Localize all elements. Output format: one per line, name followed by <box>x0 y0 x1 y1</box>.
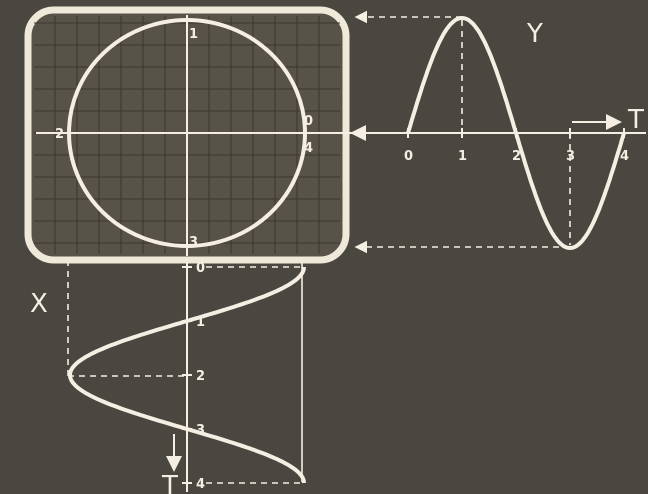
x-time-label: T <box>161 471 178 494</box>
y-tick-label: 2 <box>512 149 521 164</box>
screen-label-right-upper: 0 <box>304 114 313 129</box>
y-tick-label: 4 <box>620 149 629 164</box>
x-tick-label: 2 <box>196 369 205 384</box>
y-axis-label: Y <box>526 19 543 49</box>
screen-label-left: 2 <box>55 127 64 142</box>
x-axis-label: X <box>30 289 48 319</box>
y-time-label: T <box>627 105 644 135</box>
screen-label-right-lower: 4 <box>304 141 313 156</box>
screen-label-top: 1 <box>189 27 198 42</box>
screen-label-bottom: 3 <box>189 235 198 250</box>
y-tick-label: 1 <box>458 149 467 164</box>
oscilloscope-screen: 1 2 3 0 4 <box>28 10 372 260</box>
x-tick-label: 4 <box>196 477 205 492</box>
y-tick-label: 0 <box>404 149 413 164</box>
x-tick-label: 0 <box>196 261 205 276</box>
x-tick-label: 3 <box>196 423 205 438</box>
x-tick-label: 1 <box>196 315 205 330</box>
